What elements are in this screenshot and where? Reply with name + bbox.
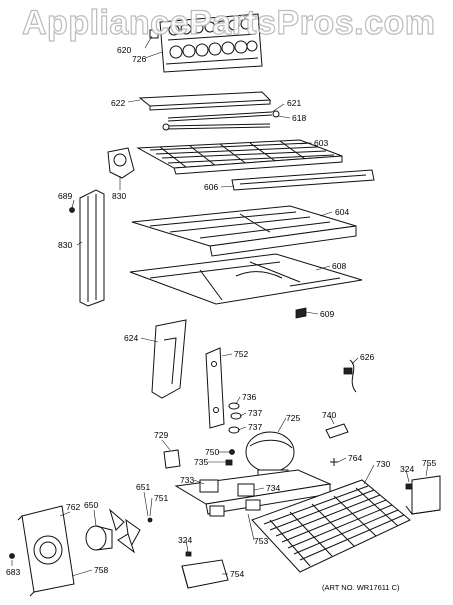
fan-blade-651 bbox=[109, 508, 153, 554]
callout-609: 609 bbox=[320, 309, 334, 319]
grille-606 bbox=[231, 169, 375, 191]
callout-606: 606 bbox=[204, 182, 218, 192]
callout-729: 729 bbox=[154, 430, 168, 440]
pan-608 bbox=[129, 253, 363, 305]
callout-621: 621 bbox=[287, 98, 301, 108]
fan-shroud-758 bbox=[17, 505, 75, 597]
callout-618: 618 bbox=[292, 113, 306, 123]
bracket-755 bbox=[405, 475, 441, 515]
fan-bracket bbox=[107, 147, 135, 179]
callout-758: 758 bbox=[94, 565, 108, 575]
capacitor-729 bbox=[163, 449, 181, 469]
callout-740: 740 bbox=[322, 410, 336, 420]
callout-762: 762 bbox=[66, 502, 80, 512]
compressor-grommets bbox=[228, 402, 242, 434]
callout-735: 735 bbox=[194, 457, 208, 467]
callout-730: 730 bbox=[376, 459, 390, 469]
callout-733: 733 bbox=[180, 475, 194, 485]
callout-603: 603 bbox=[314, 138, 328, 148]
callout-737-lower: 737 bbox=[248, 422, 262, 432]
screw-764 bbox=[330, 458, 338, 466]
callout-622: 622 bbox=[111, 98, 125, 108]
callout-324-bottom: 324 bbox=[178, 535, 192, 545]
relay-740 bbox=[325, 423, 349, 439]
callout-324-right: 324 bbox=[400, 464, 414, 474]
callout-650: 650 bbox=[84, 500, 98, 510]
base-plate bbox=[174, 469, 332, 517]
bracket-754 bbox=[181, 559, 229, 589]
callout-683: 683 bbox=[6, 567, 20, 577]
overload-626 bbox=[343, 359, 357, 393]
callout-608: 608 bbox=[332, 261, 346, 271]
bumper-609 bbox=[295, 307, 307, 319]
callout-752: 752 bbox=[234, 349, 248, 359]
callout-830-side: 830 bbox=[58, 240, 72, 250]
callout-604: 604 bbox=[335, 207, 349, 217]
callout-626: 626 bbox=[360, 352, 374, 362]
clip-735 bbox=[225, 459, 233, 466]
channel-830 bbox=[69, 189, 105, 307]
callout-750: 750 bbox=[205, 447, 219, 457]
screw-324b bbox=[185, 551, 192, 557]
duct-624 bbox=[151, 319, 187, 399]
shelf-603 bbox=[136, 139, 343, 175]
callout-651: 651 bbox=[136, 482, 150, 492]
callout-734: 734 bbox=[266, 483, 280, 493]
callout-726: 726 bbox=[132, 54, 146, 64]
fan-motor-650 bbox=[85, 525, 113, 551]
callout-620: 620 bbox=[117, 45, 131, 55]
callout-751: 751 bbox=[154, 493, 168, 503]
defrost-heater bbox=[162, 110, 280, 131]
clip-750 bbox=[229, 449, 235, 455]
callout-736: 736 bbox=[242, 392, 256, 402]
drain-pan bbox=[138, 91, 272, 111]
freezer-shelf-604 bbox=[131, 205, 357, 257]
screw-683 bbox=[9, 553, 15, 559]
callout-764: 764 bbox=[348, 453, 362, 463]
bracket-752 bbox=[205, 347, 225, 429]
callout-754: 754 bbox=[230, 569, 244, 579]
callout-755: 755 bbox=[422, 458, 436, 468]
screw-324a bbox=[405, 483, 413, 490]
art-number: (ART NO. WR17611 C) bbox=[322, 583, 400, 592]
callout-737-upper: 737 bbox=[248, 408, 262, 418]
leader-lines bbox=[11, 35, 429, 577]
callout-labels: 620 726 622 621 618 603 606 830 689 830 … bbox=[6, 45, 436, 579]
callout-689: 689 bbox=[58, 191, 72, 201]
callout-624: 624 bbox=[124, 333, 138, 343]
callout-830-top: 830 bbox=[112, 191, 126, 201]
evaporator-coil bbox=[159, 13, 263, 73]
defrost-thermostat bbox=[149, 29, 159, 39]
callout-753: 753 bbox=[254, 536, 268, 546]
callout-725: 725 bbox=[286, 413, 300, 423]
condenser-730 bbox=[251, 479, 411, 573]
